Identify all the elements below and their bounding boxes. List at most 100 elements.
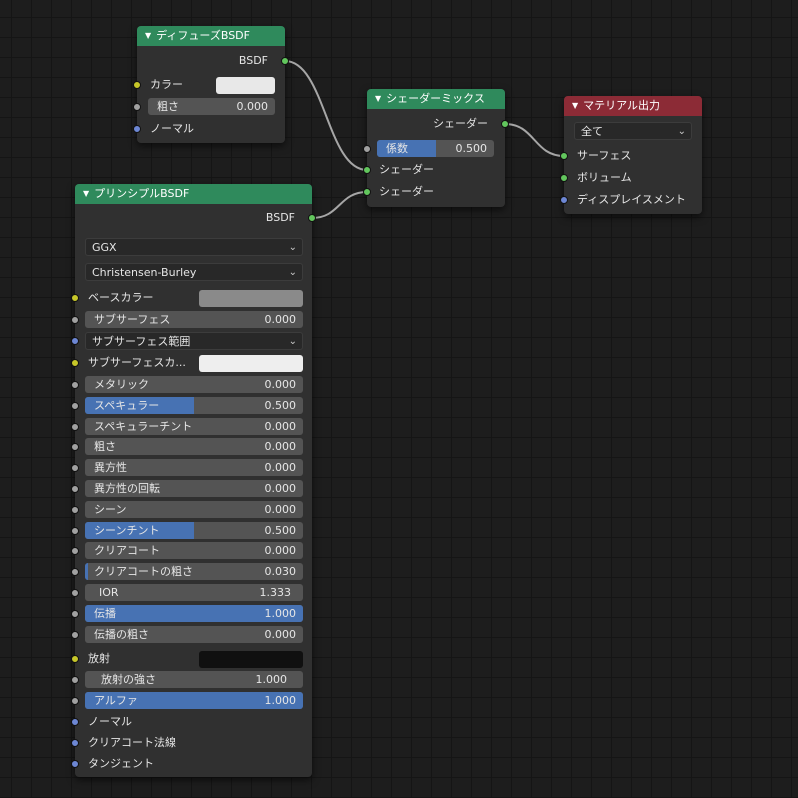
- principled-output-label: BSDF: [265, 211, 295, 224]
- collapse-arrow-icon[interactable]: ▼: [375, 94, 382, 103]
- diffuse-normal-label: ノーマル: [150, 122, 194, 135]
- emission-label: 放射: [88, 652, 110, 665]
- subsurface-method-dropdown[interactable]: Christensen-Burley ⌄: [85, 263, 303, 281]
- emission-strength-socket[interactable]: [71, 676, 79, 684]
- tangent-label: タンジェント: [88, 757, 154, 770]
- emission-swatch[interactable]: [199, 651, 303, 668]
- slider-value: 1.000: [264, 607, 297, 620]
- output-volume-socket[interactable]: [560, 174, 568, 182]
- diffuse-bsdf-output-socket[interactable]: [281, 57, 289, 65]
- output-displacement-label: ディスプレイスメント: [577, 193, 686, 206]
- slider-input-socket[interactable]: [71, 547, 79, 555]
- mix-factor-socket[interactable]: [363, 145, 371, 153]
- slider-input-socket[interactable]: [71, 568, 79, 576]
- subsurface-radius-dropdown[interactable]: サブサーフェス範囲 ⌄: [85, 332, 303, 350]
- slider-label: シーンチント: [94, 524, 160, 537]
- tangent-socket[interactable]: [71, 760, 79, 768]
- diffuse-color-swatch[interactable]: [216, 77, 275, 94]
- base-color-socket[interactable]: [71, 294, 79, 302]
- slider-label: メタリック: [94, 378, 149, 391]
- base-color-swatch[interactable]: [199, 290, 303, 307]
- slider-input-socket[interactable]: [71, 485, 79, 493]
- principled-bsdf-node[interactable]: ▼ プリンシプルBSDF BSDF GGX ⌄ Christensen-Burle…: [71, 184, 316, 777]
- emission-strength-field[interactable]: 放射の強さ 1.000: [85, 671, 303, 688]
- mix-factor-label: 係数: [386, 142, 408, 155]
- slider-value: 0.500: [264, 524, 297, 537]
- principled-slider[interactable]: スペキュラー 0.500: [85, 397, 303, 414]
- subsurface-color-socket[interactable]: [71, 359, 79, 367]
- output-node-title: マテリアル出力: [583, 99, 661, 112]
- slider-value: 0.000: [264, 440, 297, 453]
- slider-fill: [85, 563, 88, 580]
- mix-node-header[interactable]: ▼シェーダーミックス: [367, 89, 505, 109]
- slider-label: スペキュラー: [94, 399, 160, 412]
- principled-node-header[interactable]: ▼ プリンシプルBSDF: [75, 184, 312, 204]
- emission-socket[interactable]: [71, 655, 79, 663]
- subsurface-field[interactable]: サブサーフェス 0.000: [85, 311, 303, 328]
- output-displacement-socket[interactable]: [560, 196, 568, 204]
- diffuse-node-title: ディフューズBSDF: [156, 29, 250, 42]
- distribution-dropdown[interactable]: GGX ⌄: [85, 238, 303, 256]
- slider-input-socket[interactable]: [71, 381, 79, 389]
- slider-input-socket[interactable]: [71, 443, 79, 451]
- diffuse-node-header[interactable]: ▼ ディフューズBSDF: [137, 26, 285, 46]
- mix-shader-input2-socket[interactable]: [363, 188, 371, 196]
- mix-shader-output-socket[interactable]: [501, 120, 509, 128]
- slider-input-socket[interactable]: [71, 423, 79, 431]
- mix-shader-input1-socket[interactable]: [363, 166, 371, 174]
- slider-input-socket[interactable]: [71, 610, 79, 618]
- normal-label: ノーマル: [88, 715, 132, 728]
- diffuse-roughness-field[interactable]: 粗さ 0.000: [148, 98, 275, 115]
- subsurface-radius-socket[interactable]: [71, 337, 79, 345]
- collapse-arrow-icon[interactable]: ▼: [83, 189, 90, 198]
- principled-slider[interactable]: シーンチント 0.500: [85, 522, 303, 539]
- slider-input-socket[interactable]: [71, 527, 79, 535]
- subsurface-socket[interactable]: [71, 316, 79, 324]
- subsurface-method-value: Christensen-Burley: [92, 266, 197, 279]
- diffuse-roughness-socket[interactable]: [133, 103, 141, 111]
- emission-strength-value: 1.000: [255, 673, 288, 686]
- material-output-node[interactable]: ▼マテリアル出力 全て ⌄ サーフェス ボリューム ディスプレイスメント: [560, 96, 702, 214]
- diffuse-color-socket[interactable]: [133, 81, 141, 89]
- slider-input-socket[interactable]: [71, 631, 79, 639]
- collapse-arrow-icon[interactable]: ▼: [145, 31, 152, 40]
- output-node-header[interactable]: ▼ マテリアル出力: [564, 96, 702, 116]
- slider-input-socket[interactable]: [71, 589, 79, 597]
- principled-node-title: プリンシプルBSDF: [94, 187, 190, 200]
- slider-input-socket[interactable]: [71, 402, 79, 410]
- output-target-dropdown[interactable]: 全て ⌄: [574, 122, 692, 140]
- subsurface-color-swatch[interactable]: [199, 355, 303, 372]
- slider-label: スペキュラーチント: [94, 420, 193, 433]
- slider-input-socket[interactable]: [71, 464, 79, 472]
- slider-input-socket[interactable]: [71, 506, 79, 514]
- alpha-slider[interactable]: アルファ 1.000: [85, 692, 303, 709]
- mix-factor-value: 0.500: [455, 142, 488, 155]
- diffuse-roughness-value: 0.000: [236, 100, 269, 113]
- mix-input1-label: シェーダー: [379, 163, 434, 176]
- slider-label: 異方性: [94, 461, 127, 474]
- mix-factor-slider[interactable]: 係数 0.500: [377, 140, 494, 157]
- alpha-socket[interactable]: [71, 697, 79, 705]
- distribution-value: GGX: [92, 241, 117, 254]
- normal-socket[interactable]: [71, 718, 79, 726]
- clearcoat-normal-socket[interactable]: [71, 739, 79, 747]
- clearcoat-normal-label: クリアコート法線: [88, 736, 176, 749]
- diffuse-normal-socket[interactable]: [133, 125, 141, 133]
- mix-shader-node[interactable]: ▼シェーダーミックス シェーダー 係数 0.500 シェーダー シェーダー: [363, 89, 509, 207]
- diffuse-bsdf-node[interactable]: ▼ディフューズBSDF BSDF カラー 粗さ 0.000 ノーマル: [133, 26, 289, 143]
- collapse-arrow-icon[interactable]: ▼: [572, 101, 579, 110]
- output-surface-socket[interactable]: [560, 152, 568, 160]
- slider-value: 0.500: [264, 399, 297, 412]
- principled-bsdf-output-socket[interactable]: [308, 214, 316, 222]
